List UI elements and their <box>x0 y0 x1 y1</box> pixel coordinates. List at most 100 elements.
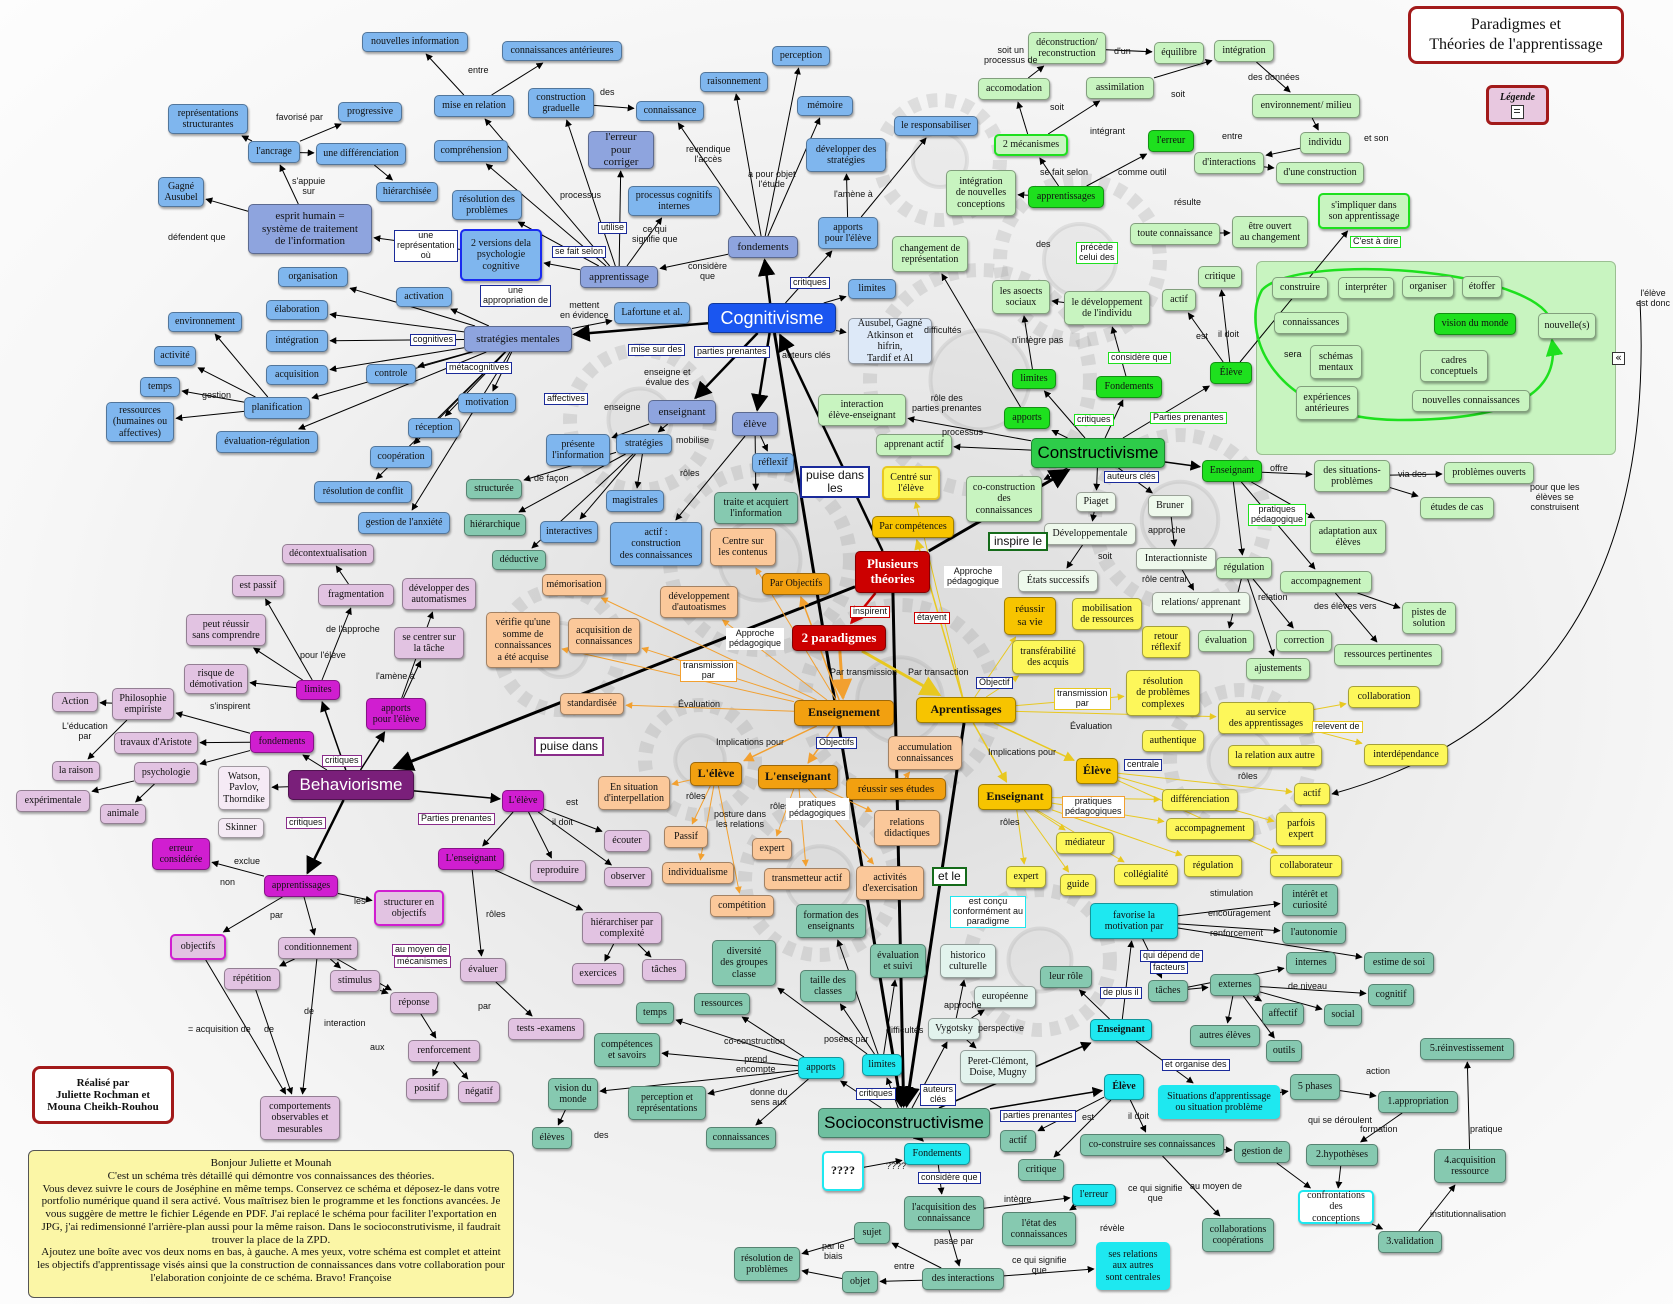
node-b23[interactable]: L'enseignant <box>438 848 504 870</box>
node-g18[interactable]: critique <box>1198 266 1242 288</box>
node-b24[interactable]: reproduire <box>530 860 586 882</box>
node-c11[interactable]: l'ancrage <box>248 141 300 163</box>
node-y10[interactable]: authentique <box>1142 730 1204 752</box>
node-c45[interactable]: évaluation-régulation <box>216 431 318 453</box>
node-t48[interactable]: 4.acquisition ressource <box>1434 1149 1506 1183</box>
node-c57[interactable]: actif : construction des connaissances <box>610 522 702 566</box>
node-y2[interactable]: Par compétences <box>872 516 954 538</box>
node-o2[interactable]: développement d'autoatismes <box>660 586 738 618</box>
node-g23[interactable]: Fondements <box>1096 376 1162 398</box>
node-g14[interactable]: s'impliquer dans son apprentissage <box>1318 193 1410 229</box>
node-c55[interactable]: hiérarchique <box>464 514 526 536</box>
node-g39[interactable]: États successifs <box>1018 570 1098 592</box>
node-o18[interactable]: activités d'exercisation <box>856 866 924 900</box>
node-b29[interactable]: objectifs <box>170 934 226 960</box>
node-c18[interactable]: Gagné Ausubel <box>158 177 204 207</box>
node-t53[interactable]: collaborations coopérations <box>1202 1218 1274 1252</box>
node-b16[interactable]: Watson, Pavlov, Thorndike <box>218 766 270 810</box>
node-t50[interactable]: l'erreur <box>1072 1184 1116 1206</box>
node-o3[interactable]: Par Objectifs <box>762 573 830 595</box>
node-y9[interactable]: au service des apprentissages <box>1218 702 1314 734</box>
node-b38[interactable]: renforcement <box>408 1040 480 1062</box>
node-constructivisme[interactable]: Constructivisme <box>1031 438 1165 468</box>
node-y21[interactable]: collaborateur <box>1270 855 1342 877</box>
node-b14[interactable]: la raison <box>52 761 100 781</box>
node-t24[interactable]: des interactions <box>922 1268 1004 1290</box>
node-socioconstructivisme[interactable]: Socioconstructivisme <box>818 1108 990 1138</box>
node-g19[interactable]: les asoects sociaux <box>992 280 1050 314</box>
node-t1[interactable]: formation des enseignants <box>796 904 866 938</box>
node-o15[interactable]: relations didactiques <box>874 810 940 846</box>
node-c47[interactable]: stratégies <box>616 434 672 454</box>
node-c23[interactable]: 2 versions dela psychologie cognitive <box>460 229 542 281</box>
node-t22[interactable]: résolution de problèmes <box>734 1247 800 1281</box>
node-gz9[interactable]: cadres conceptuels <box>1420 350 1488 382</box>
node-c34[interactable]: Ausubel, Gagné Atkinson et hifrin, Tardi… <box>848 318 932 364</box>
node-g29[interactable]: des situations- problèmes <box>1314 460 1390 492</box>
node-o12[interactable]: En situation d'interpellation <box>598 776 670 810</box>
node-t3[interactable]: diversité des groupes classe <box>712 940 776 986</box>
node-c49[interactable]: réflexif <box>752 453 794 473</box>
node-c42[interactable]: ressources (humaines ou affectives) <box>106 402 174 442</box>
node-c35[interactable]: activité <box>154 346 196 366</box>
node-b4[interactable]: développer des automatismes <box>402 578 476 610</box>
node-b27[interactable]: structurer en objectifs <box>374 890 444 926</box>
node-t27[interactable]: l'autonomie <box>1282 922 1346 944</box>
node-c10[interactable]: représentations structurantes <box>168 104 248 134</box>
node-t14[interactable]: vision du monde <box>548 1078 598 1110</box>
node-t4[interactable]: évaluation et suivi <box>870 944 926 978</box>
node-b1[interactable]: décontextualisation <box>282 544 374 564</box>
node-c9[interactable]: mémoire <box>797 96 853 116</box>
node-t39[interactable]: 5.réinvestissement <box>1420 1038 1514 1060</box>
node-t29[interactable]: tâches <box>1148 980 1188 1002</box>
node-g33[interactable]: Bruner <box>1148 495 1192 517</box>
node-o6[interactable]: acquisition de connaissances <box>568 618 640 654</box>
node-gz6[interactable]: vision du monde <box>1434 313 1516 335</box>
node-g10[interactable]: d'interactions <box>1194 152 1264 174</box>
node-y22[interactable]: expert <box>1006 866 1046 888</box>
node-y18[interactable]: parfois expert <box>1276 812 1326 846</box>
node-b31[interactable]: répétition <box>224 968 280 990</box>
node-o19[interactable]: compétition <box>710 895 774 917</box>
node-c15[interactable]: le responsabiliser <box>894 116 978 136</box>
node-c14[interactable]: l'erreur pour corriger <box>588 131 654 169</box>
node-b34[interactable]: exercices <box>572 963 624 985</box>
node-c17[interactable]: hiérarchisée <box>376 182 438 202</box>
node-o8[interactable]: L'élève <box>690 762 742 786</box>
node-g35[interactable]: adaptation aux élèves <box>1310 520 1386 554</box>
node-g12[interactable]: intégration de nouvelles conceptions <box>946 170 1016 216</box>
node-t11[interactable]: Peret-Clémont, Doise, Mugny <box>960 1050 1036 1084</box>
node-g7[interactable]: individu <box>1300 132 1350 154</box>
node-t6[interactable]: européenne <box>974 986 1036 1008</box>
node-b13[interactable]: travaux d'Aristote <box>114 732 198 754</box>
node-t15[interactable]: perception et représentations <box>628 1086 706 1120</box>
node-g9[interactable]: l'erreur <box>1148 130 1194 152</box>
node-y11[interactable]: interdépendance <box>1364 744 1448 766</box>
node-c24[interactable]: apprentissage <box>580 266 658 288</box>
node-g5[interactable]: assimilation <box>1086 77 1154 99</box>
node-gz11[interactable]: nouvelles connaissances <box>1412 390 1530 412</box>
node-t46[interactable]: gestion de <box>1234 1141 1290 1163</box>
node-y12[interactable]: la relation aux autre <box>1228 745 1322 767</box>
node-c58[interactable]: déductive <box>492 550 546 570</box>
collapse-icon[interactable]: « <box>1612 352 1625 365</box>
node-b9[interactable]: Action <box>52 692 98 712</box>
node-b11[interactable]: apports pour l'élève <box>366 698 426 730</box>
node-y20[interactable]: régulation <box>1184 855 1242 877</box>
node-b17[interactable]: expérimentale <box>16 790 90 812</box>
node-y24[interactable]: guide <box>1060 874 1096 896</box>
node-b10[interactable]: Philosophie empiriste <box>112 688 174 720</box>
node-g40[interactable]: accompagnement <box>1280 571 1372 593</box>
node-c32[interactable]: intégration <box>266 330 328 352</box>
node-g37[interactable]: Interactionniste <box>1136 548 1216 570</box>
node-t32[interactable]: externes <box>1210 974 1260 996</box>
node-c43[interactable]: planification <box>244 397 310 419</box>
node-cognitivisme[interactable]: Cognitivisme <box>708 303 836 333</box>
node-g17[interactable]: changement de représentation <box>892 236 968 272</box>
node-b35[interactable]: tâches <box>642 959 686 981</box>
node-o5[interactable]: vérifie qu'une somme de connaissances a … <box>486 612 560 668</box>
node-g3[interactable]: intégration <box>1214 40 1274 62</box>
node-g8[interactable]: 2 mécanismes <box>994 134 1068 156</box>
node-b26[interactable]: apprentissages <box>264 875 338 897</box>
node-g38[interactable]: régulation <box>1216 557 1272 579</box>
